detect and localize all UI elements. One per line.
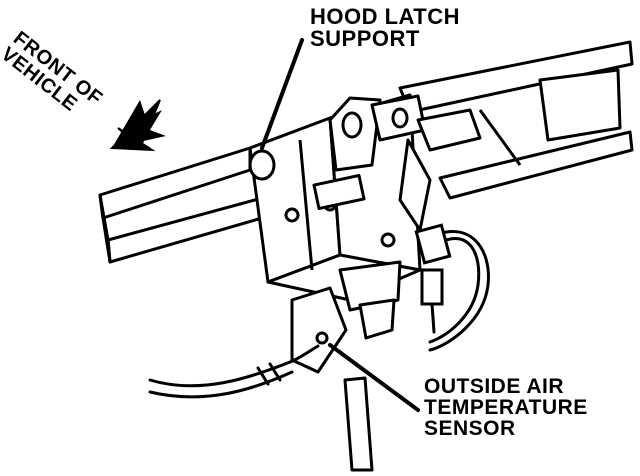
outside-air-temperature-sensor-label: OUTSIDE AIR TEMPERATURE SENSOR	[424, 376, 588, 439]
outside-air-temperature-sensor-part	[290, 260, 402, 472]
hood-latch-mechanism	[312, 94, 482, 232]
front-direction-arrow-body	[112, 100, 166, 148]
sensor-label-line-3: SENSOR	[424, 417, 516, 440]
sensor-label-line-1: OUTSIDE AIR	[424, 375, 565, 398]
wiring-harness	[148, 223, 490, 399]
hood-latch-support-label: HOOD LATCH SUPPORT	[310, 6, 460, 50]
hood-latch-support-line-2: SUPPORT	[310, 26, 420, 51]
sensor-leader-line	[328, 343, 420, 412]
hood-latch-support-line-1: HOOD LATCH	[310, 4, 461, 29]
sensor-label-line-2: TEMPERATURE	[424, 396, 588, 419]
hood-latch-leader-line	[260, 38, 304, 150]
radiator-support-frame	[98, 40, 634, 264]
callout-leaders	[260, 38, 420, 412]
